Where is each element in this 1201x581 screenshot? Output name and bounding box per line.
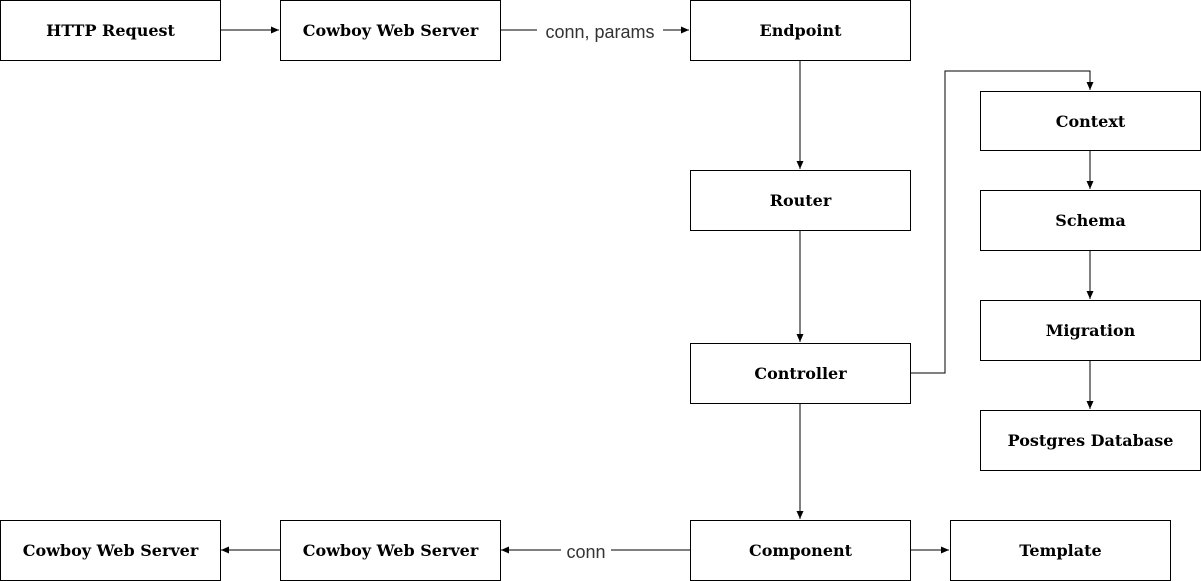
node-schema[interactable]: Schema [980, 190, 1201, 251]
node-label-migration: Migration [1045, 321, 1136, 340]
node-label-template: Template [1019, 541, 1102, 560]
node-migration[interactable]: Migration [980, 300, 1201, 361]
node-label-http-request: HTTP Request [46, 21, 175, 40]
node-cowboy-web-server-in[interactable]: Cowboy Web Server [280, 0, 501, 61]
node-router[interactable]: Router [690, 170, 911, 231]
node-http-request[interactable]: HTTP Request [0, 0, 221, 61]
node-component[interactable]: Component [690, 520, 911, 581]
edge-label-bg-conn [561, 539, 611, 563]
edge-label-conn-params: conn, params [545, 22, 654, 42]
node-label-endpoint: Endpoint [759, 21, 842, 40]
node-template[interactable]: Template [950, 520, 1171, 581]
edge-controller-to-context [910, 70, 1094, 374]
node-label-schema: Schema [1055, 211, 1126, 230]
node-label-component: Component [748, 541, 853, 560]
edge-label-conn: conn [566, 542, 605, 562]
node-postgres-database[interactable]: Postgres Database [980, 410, 1201, 471]
node-label-controller: Controller [754, 364, 847, 383]
node-label-cowboy-web-server-in: Cowboy Web Server [302, 21, 479, 40]
node-cowboy-web-server-out-end[interactable]: Cowboy Web Server [0, 520, 221, 581]
node-label-cowboy-web-server-out-end: Cowboy Web Server [22, 541, 199, 560]
node-controller[interactable]: Controller [690, 343, 911, 404]
node-cowboy-web-server-out-mid[interactable]: Cowboy Web Server [280, 520, 501, 581]
node-label-cowboy-web-server-out-mid: Cowboy Web Server [302, 541, 479, 560]
node-label-router: Router [769, 191, 832, 210]
edge-label-bg-conn-params [537, 19, 663, 43]
node-label-context: Context [1055, 111, 1126, 131]
node-label-postgres-database: Postgres Database [1007, 431, 1174, 450]
node-context[interactable]: Context [980, 91, 1201, 151]
node-endpoint[interactable]: Endpoint [690, 0, 911, 61]
